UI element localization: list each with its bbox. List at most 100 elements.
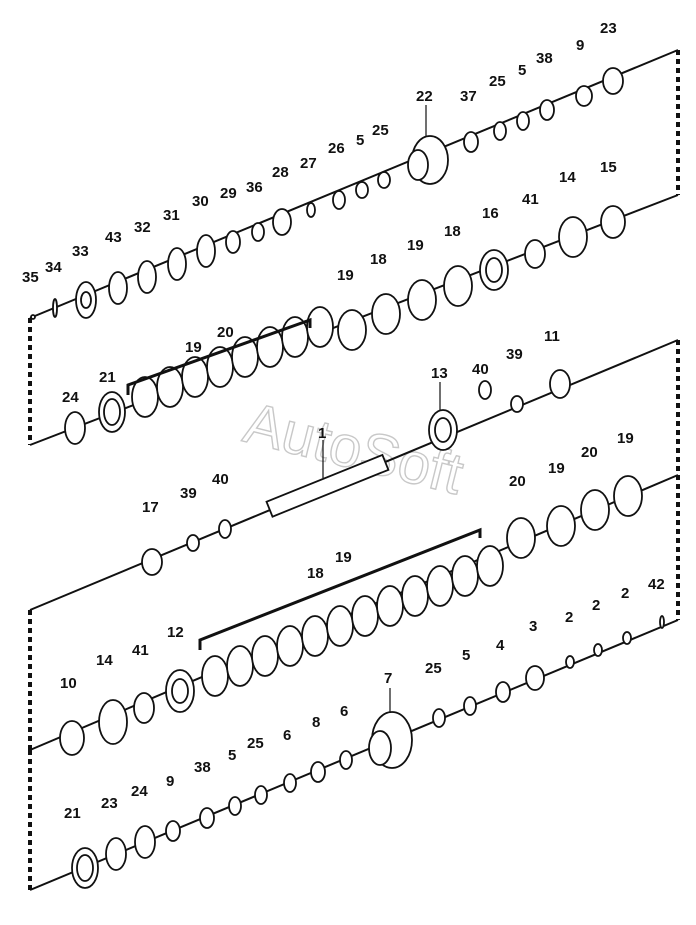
watermark-text: AutoSoft (238, 390, 470, 507)
part-gear-7-inner (368, 730, 392, 766)
part-disc-row4-12 (476, 545, 504, 587)
part-disc-row4-7 (351, 595, 379, 637)
part-label: 31 (163, 207, 180, 224)
part-label: 9 (576, 37, 584, 54)
part-label: 1 (318, 425, 326, 442)
part-ring-24a (64, 411, 86, 445)
part-label: 15 (600, 159, 617, 176)
part-disc-row4-11 (451, 555, 479, 597)
part-washer-5b (516, 111, 530, 131)
part-inner-ring (80, 291, 92, 309)
part-label: 37 (460, 88, 477, 105)
part-label: 19 (335, 549, 352, 566)
part-label: 25 (489, 73, 506, 90)
part-label: 20 (217, 324, 234, 341)
part-label: 7 (384, 670, 392, 687)
row-4-parts (59, 545, 665, 756)
part-ring-39a (186, 534, 200, 552)
part-label: 33 (72, 243, 89, 260)
part-label: 40 (472, 361, 489, 378)
part-washer-25c (432, 708, 446, 728)
part-ring-41b (133, 692, 155, 724)
part-washer-25a (377, 171, 391, 189)
part-label: 21 (99, 369, 116, 386)
part-label: 19 (185, 339, 202, 356)
bracket-row-4 (198, 527, 482, 650)
labels-row-2: 19 20 19 18 19 18 16 41 14 15 21 24 (62, 159, 617, 406)
part-pin-42 (659, 615, 665, 629)
part-disc-19b (407, 279, 437, 321)
part-washer-26 (332, 190, 346, 210)
part-label: 18 (307, 565, 324, 582)
part-disc-20a (506, 517, 536, 559)
part-bearing-3 (525, 665, 545, 691)
part-label: 19 (617, 430, 634, 447)
part-disc-row4-9 (401, 575, 429, 617)
part-washer-38 (539, 99, 555, 121)
part-label: 18 (370, 251, 387, 268)
part-label: 35 (22, 269, 39, 286)
part-washer-6a (283, 773, 297, 793)
leader-lines (322, 105, 441, 712)
part-ring-2a (565, 655, 575, 669)
part-label: 24 (62, 389, 79, 406)
part-spring-17 (141, 548, 163, 576)
part-washer-6b (339, 750, 353, 770)
part-label: 26 (328, 140, 345, 157)
part-ring-29 (225, 230, 241, 254)
part-label: 4 (496, 637, 505, 654)
part-disc-19a (337, 309, 367, 351)
part-ring-27 (306, 202, 316, 218)
part-clutch-plate-43 (108, 271, 128, 305)
part-disc-20b (580, 489, 610, 531)
part-washer-9 (575, 85, 593, 107)
part-bearing-28 (272, 208, 292, 236)
part-washer-5a (355, 181, 369, 199)
part-label: 24 (131, 783, 148, 800)
part-label: 6 (283, 727, 291, 744)
part-label: 23 (600, 20, 617, 37)
part-label: 18 (444, 223, 461, 240)
part-disc-row4-5 (301, 615, 329, 657)
part-label: 27 (300, 155, 317, 172)
part-ring-21b-inner (76, 854, 94, 882)
part-clutch-plate-31 (167, 247, 187, 281)
part-disc-row4-1 (201, 655, 229, 697)
part-piston-12-inner (171, 678, 189, 704)
part-disc-row4-10 (426, 565, 454, 607)
part-disc-19d (613, 475, 643, 517)
part-washer-25b (493, 121, 507, 141)
part-spring-11 (549, 369, 571, 399)
part-snap-ring (52, 298, 58, 318)
part-label: 32 (134, 219, 151, 236)
part-ring-23 (602, 67, 624, 95)
part-label: 36 (246, 179, 263, 196)
labels-row-3: 1 13 40 39 11 17 39 40 20 19 20 19 (142, 328, 634, 516)
part-label: 43 (105, 229, 122, 246)
part-disc-row4-4 (276, 625, 304, 667)
part-bearing-13-inner (434, 417, 452, 443)
part-label: 14 (559, 169, 576, 186)
row-5-parts (71, 711, 413, 889)
labels-row-1: 35 34 33 43 32 31 30 29 36 28 27 26 5 25… (22, 20, 617, 286)
part-label: 5 (518, 62, 526, 79)
part-label: 6 (340, 703, 348, 720)
part-ring-39b (510, 395, 524, 413)
part-label: 11 (544, 328, 560, 345)
part-sleeve-8 (310, 761, 326, 783)
part-shaft-1 (265, 453, 390, 518)
part-label: 20 (509, 473, 526, 490)
part-label: 19 (548, 460, 565, 477)
row-2-parts (64, 205, 626, 445)
part-disc-19c (546, 505, 576, 547)
labels-row-5: 21 23 24 9 38 5 25 6 8 6 (64, 703, 348, 822)
part-disc-18b (443, 265, 473, 307)
part-label: 3 (529, 618, 537, 635)
part-label: 29 (220, 185, 237, 202)
part-label: 19 (337, 267, 354, 284)
part-piston-16-inner (485, 257, 503, 283)
part-label: 21 (64, 805, 81, 822)
part-label: 28 (272, 164, 289, 181)
part-label: 30 (192, 193, 209, 210)
part-seal-14a (558, 216, 588, 258)
